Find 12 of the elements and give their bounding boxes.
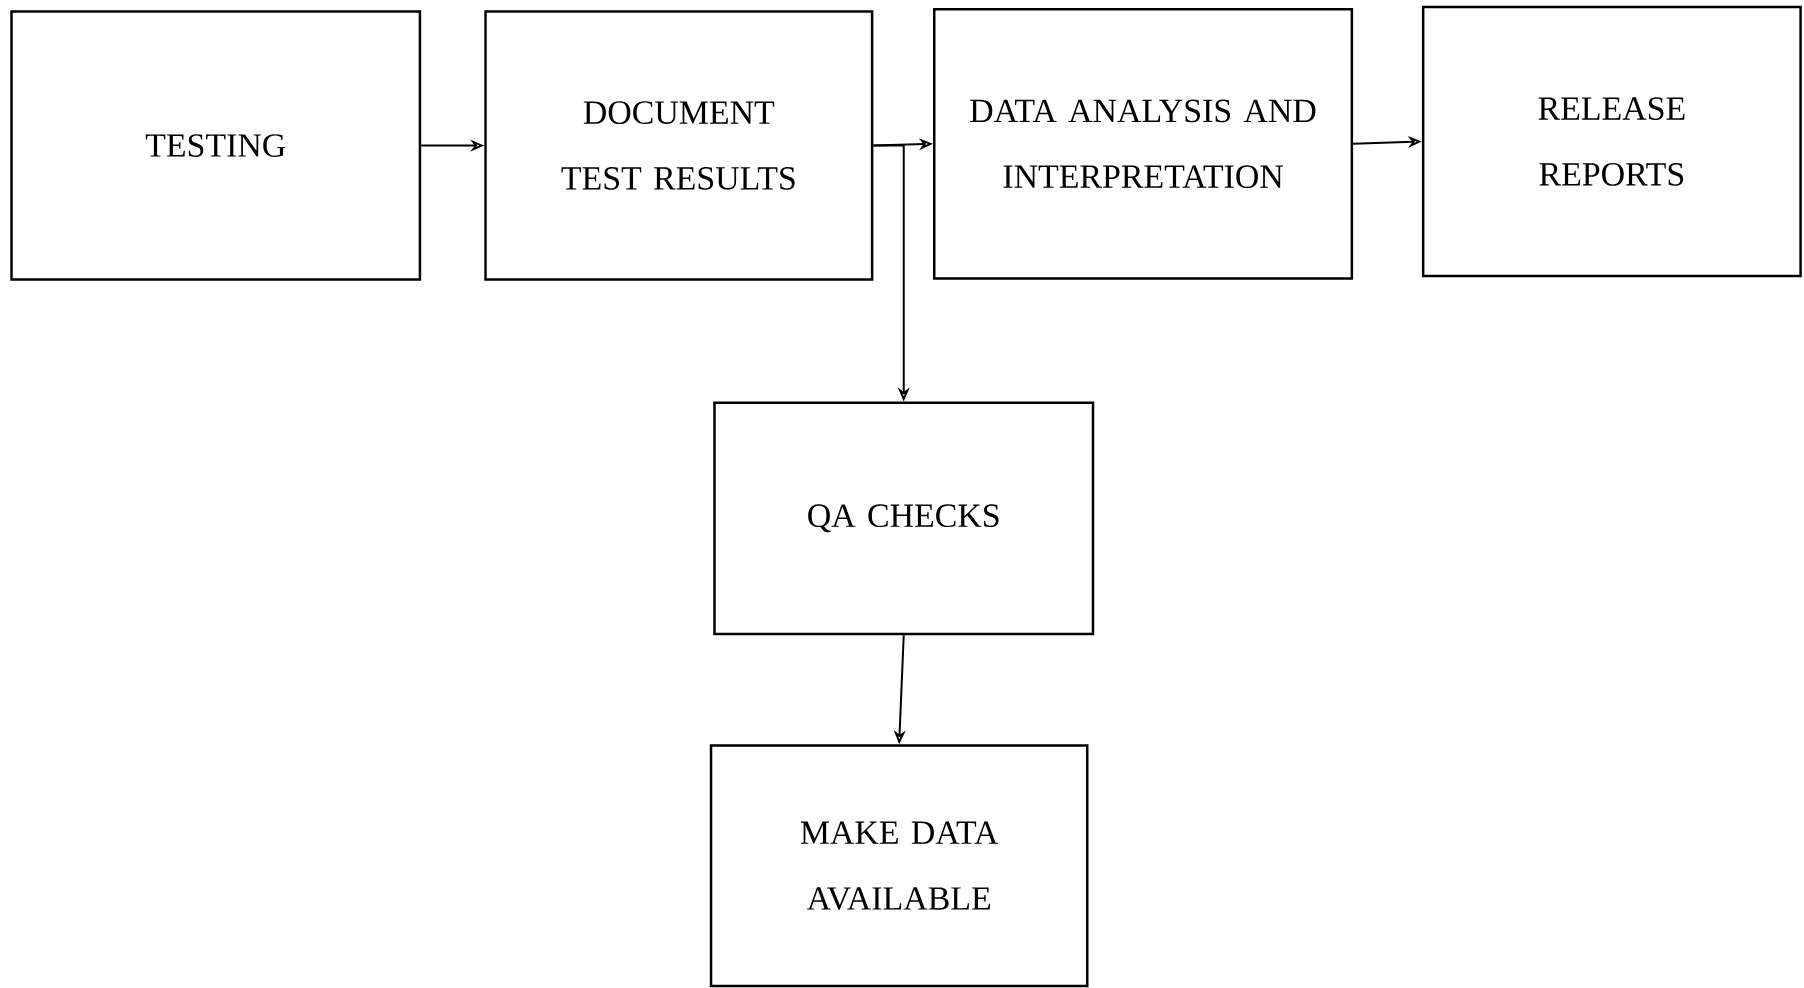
- process-box: [933, 7, 1354, 280]
- process-box: [10, 10, 422, 281]
- process-box: [709, 744, 1089, 988]
- process-box: [1421, 5, 1802, 278]
- box-label: QA CHECKS: [808, 504, 999, 533]
- box-label: DOCUMENT TEST RESULTS: [561, 101, 795, 190]
- box-label: DATA ANALYSIS AND INTERPRETATION: [970, 99, 1316, 188]
- box-label: RELEASE REPORTS: [1538, 97, 1685, 186]
- process-box: [713, 401, 1095, 636]
- box-label: MAKE DATA AVAILABLE: [800, 821, 999, 910]
- process-box: [484, 10, 874, 281]
- box-label: TESTING: [145, 134, 286, 157]
